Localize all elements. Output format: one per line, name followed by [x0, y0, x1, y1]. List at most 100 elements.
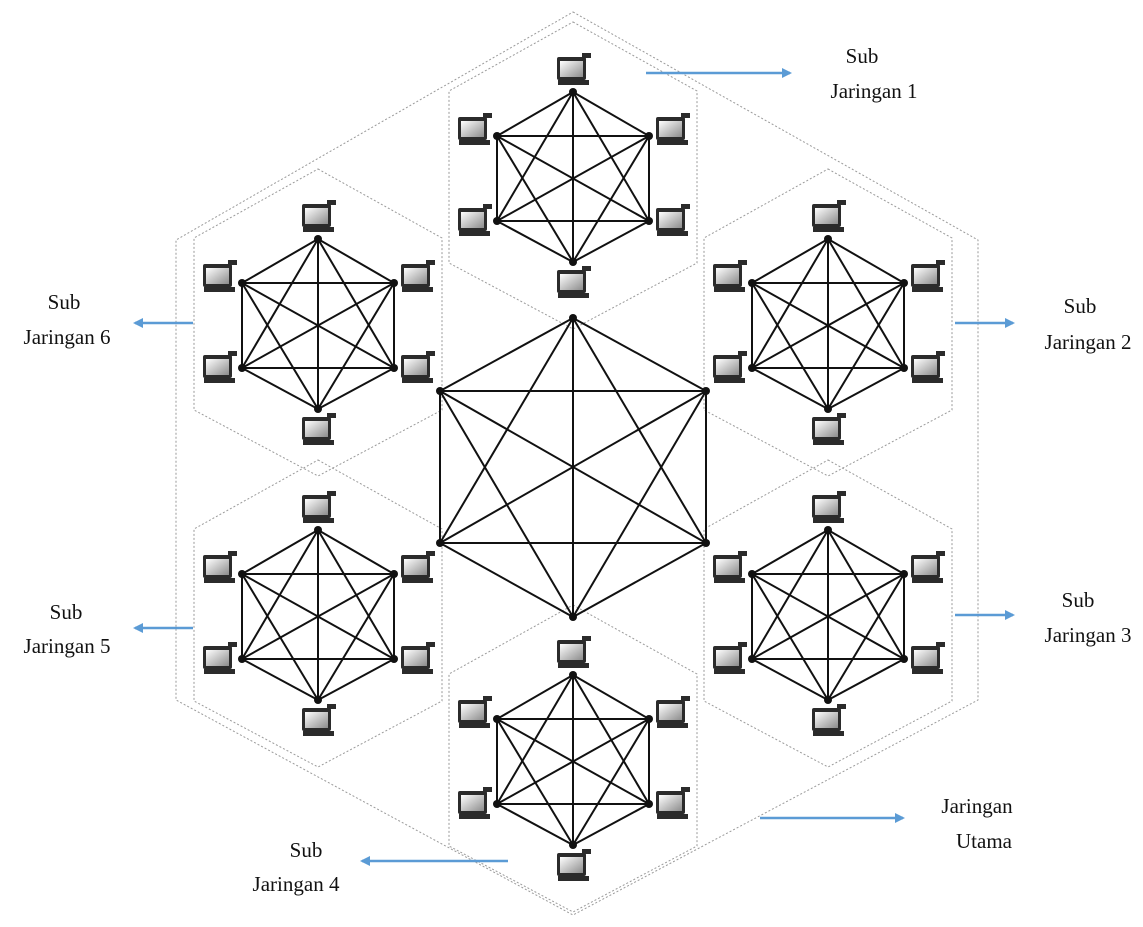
computer-icon [656, 113, 690, 145]
computer-icon [656, 696, 690, 728]
computer-icon [203, 642, 237, 674]
sub3-node-5 [748, 570, 756, 578]
computer-icon [557, 849, 591, 881]
sub5-link-2-5 [241, 573, 395, 660]
computer-icon [656, 787, 690, 819]
sub-jaringan-3-boundary [703, 459, 953, 768]
sub6-node-0 [314, 235, 322, 243]
sub5-node-0 [314, 526, 322, 534]
sub6-node-2 [390, 364, 398, 372]
computer-icon [713, 351, 747, 383]
sub1-node-0 [569, 88, 577, 96]
sub1-node-2 [645, 217, 653, 225]
sub3-link-3-5 [751, 573, 829, 701]
sub2-node-0 [824, 235, 832, 243]
sub2-node-5 [748, 279, 756, 287]
sub1-line1: Sub [846, 44, 879, 68]
computer-icon [401, 642, 435, 674]
computer-icon [401, 551, 435, 583]
computer-icon [713, 551, 747, 583]
main-link-3-4 [439, 542, 574, 618]
computer-icon [557, 636, 591, 668]
sub4-link-0-5 [496, 674, 574, 720]
sub2-link-0-1 [827, 238, 905, 284]
computer-icon [458, 787, 492, 819]
sub2-node-3 [824, 405, 832, 413]
computer-icon [203, 351, 237, 383]
sub3-node-0 [824, 526, 832, 534]
sub2-link-2-5 [751, 282, 905, 369]
sub1-link-3-5 [496, 135, 574, 263]
sub6-link-3-5 [241, 282, 319, 410]
label-sub-jaringan-1: Sub Jaringan 1 [831, 44, 918, 103]
computer-icon [812, 200, 846, 232]
label-jaringan-utama: Jaringan Utama [941, 794, 1013, 853]
sub-jaringan-2-boundary [703, 168, 953, 477]
sub1-link-2-3 [572, 220, 650, 263]
sub5-link-0-5 [241, 529, 319, 575]
sub4-link-3-5 [496, 718, 574, 846]
computer-icon [812, 413, 846, 445]
computer-icon [557, 266, 591, 298]
computer-icon [458, 113, 492, 145]
main-node-0 [569, 314, 577, 322]
computer-icon [911, 351, 945, 383]
computer-icon [656, 204, 690, 236]
computer-icon [458, 204, 492, 236]
sub6-node-3 [314, 405, 322, 413]
sub3-node-2 [900, 655, 908, 663]
sub3-link-0-1 [827, 529, 905, 575]
computer-icon [911, 551, 945, 583]
sub2-line2: Jaringan 2 [1045, 330, 1132, 354]
sub1-link-3-4 [496, 220, 574, 263]
sub5-line1: Sub [50, 600, 83, 624]
sub5-link-0-1 [317, 529, 395, 575]
computer-icon [812, 704, 846, 736]
computer-icon [557, 53, 591, 85]
sub4-node-3 [569, 841, 577, 849]
computer-icon [203, 551, 237, 583]
computer-icon [401, 260, 435, 292]
sub3-link-2-5 [751, 573, 905, 660]
sub6-link-2-3 [317, 367, 395, 410]
computer-icon [458, 696, 492, 728]
main-link-0-1 [572, 317, 707, 392]
sub6-node-4 [238, 364, 246, 372]
main-link-0-4 [439, 317, 574, 544]
sub5-node-3 [314, 696, 322, 704]
sub2-link-3-5 [751, 282, 829, 410]
label-sub-jaringan-5: Sub Jaringan 5 [24, 600, 111, 658]
computer-icon [911, 260, 945, 292]
main-node-4 [436, 539, 444, 547]
main-node-3 [569, 613, 577, 621]
sub6-line2: Jaringan 6 [24, 325, 111, 349]
sub4-line1: Sub [290, 838, 323, 862]
sub5-line2: Jaringan 5 [24, 634, 111, 658]
sub6-link-2-5 [241, 282, 395, 369]
label-sub-jaringan-4: Sub Jaringan 4 [253, 838, 340, 896]
sub4-link-2-3 [572, 803, 650, 846]
sub4-line2: Jaringan 4 [253, 872, 340, 896]
sub-jaringan-5-boundary [193, 459, 443, 768]
sub6-link-0-1 [317, 238, 395, 284]
sub2-link-2-3 [827, 367, 905, 410]
main-link-0-5 [439, 317, 574, 392]
sub4-link-0-1 [572, 674, 650, 720]
sub5-link-3-4 [241, 658, 319, 701]
sub1-link-2-5 [496, 135, 650, 222]
sub5-node-2 [390, 655, 398, 663]
sub3-link-0-5 [751, 529, 829, 575]
sub-jaringan-4-boundary [448, 604, 698, 913]
sub4-node-4 [493, 800, 501, 808]
sub1-node-4 [493, 217, 501, 225]
sub5-link-3-5 [241, 573, 319, 701]
sub3-link-2-3 [827, 658, 905, 701]
main-node-2 [702, 539, 710, 547]
sub2-link-0-5 [751, 238, 829, 284]
sub1-link-0-1 [572, 91, 650, 137]
computer-icon [713, 260, 747, 292]
label-sub-jaringan-3: Sub Jaringan 3 [1045, 588, 1132, 647]
sub4-node-0 [569, 671, 577, 679]
sub3-line1: Sub [1062, 588, 1095, 612]
